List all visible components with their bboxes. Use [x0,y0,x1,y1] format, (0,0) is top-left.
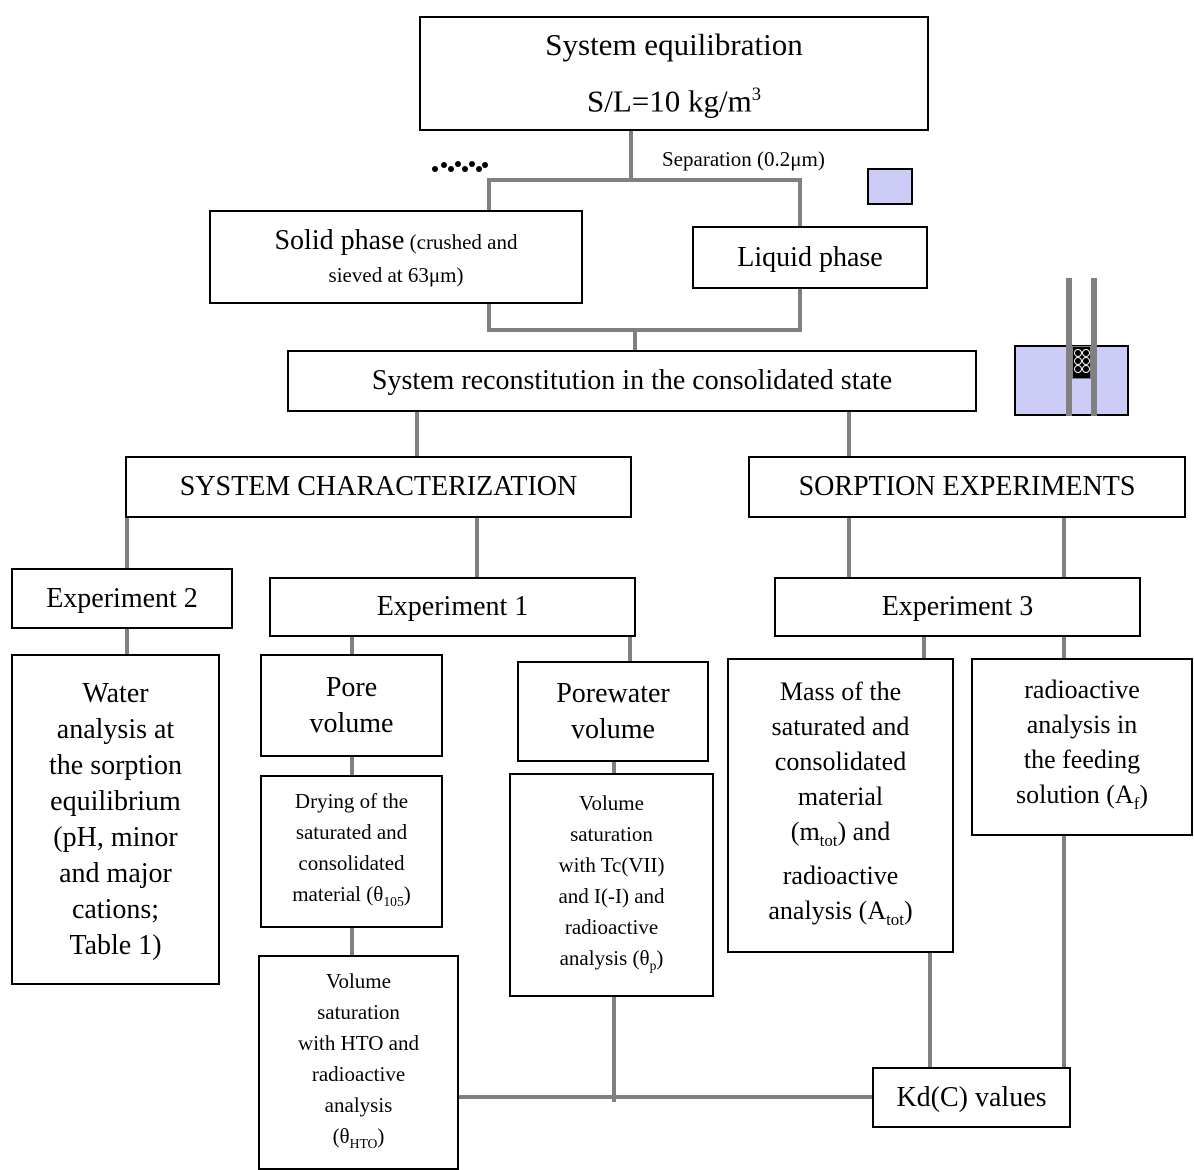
drying-line: consolidated [298,850,405,875]
experiment-3-box: Experiment 3 [774,577,1141,637]
drying-box: Drying of the saturated and consolidated… [260,775,443,928]
system-characterization-box: SYSTEM CHARACTERIZATION [125,456,632,518]
porewater-line: Porewater [556,677,670,709]
tc-line: and I(-I) and [558,884,665,909]
mass-line: consolidated [774,746,907,776]
system-equilibration-box: System equilibration S/L=10 kg/m3 [419,16,929,131]
hto-line: with HTO and [298,1030,419,1055]
solid-liquid-ratio: S/L=10 kg/m3 [586,83,762,119]
separation-label: Separation (0.2μm) [662,147,825,171]
water-analysis-box: Water analysis at the sorption equilibri… [11,654,220,985]
equilibration-title: System equilibration [545,27,803,63]
water-analysis-line: the sorption [49,749,182,781]
porewater-volume-box: Porewater volume [517,661,709,762]
feed-line: analysis in [1026,710,1138,740]
hto-line: saturation [317,999,400,1024]
porewater-line: volume [571,713,655,745]
kd-values-label: Kd(C) values [896,1081,1047,1113]
hto-line: (θHTO) [332,1123,385,1152]
mass-line: saturated and [771,711,910,741]
tc-line: analysis (θp) [559,946,664,974]
feeding-solution-box: radioactive analysis in the feeding solu… [971,658,1193,836]
drying-line: saturated and [295,819,408,844]
mass-line: radioactive [782,861,899,890]
drying-line: Drying of the [294,788,409,813]
experiment-2-title: Experiment 2 [46,582,198,614]
consolidated-cell-icon [1014,278,1129,418]
water-analysis-line: equilibrium [50,785,181,817]
mass-line: material [797,781,884,811]
tc-line: with Tc(VII) [558,853,665,878]
kd-values-box: Kd(C) values [872,1067,1071,1128]
tc-line: saturation [570,822,653,847]
sorption-experiments-box: SORPTION EXPERIMENTS [748,456,1186,518]
pore-volume-box: Pore volume [260,654,443,757]
hto-line: analysis [324,1092,393,1117]
experiment-1-box: Experiment 1 [269,577,636,637]
solid-phase-line1: Solid phase (crushed and [274,225,518,256]
feed-line: radioactive [1024,675,1140,705]
feed-line: solution (Af) [1015,780,1149,814]
characterization-label: SYSTEM CHARACTERIZATION [179,471,578,502]
water-analysis-line: Water [82,677,149,709]
tc-line: radioactive [564,915,659,940]
drying-line: material (θ105) [292,881,411,910]
experiment-1-title: Experiment 1 [376,591,529,622]
system-reconstitution-box: System reconstitution in the consolidate… [287,350,977,412]
mass-line: Mass of the [779,676,902,706]
hto-line: radioactive [311,1061,406,1086]
mass-line: analysis (Atot) [768,896,913,930]
mass-line: (mtot) and [790,816,891,850]
pore-volume-line: Pore [325,671,378,703]
reconstitution-label: System reconstitution in the consolidate… [371,365,893,396]
experiment-3-title: Experiment 3 [881,591,1034,622]
water-analysis-line: (pH, minor [53,821,178,853]
water-analysis-line: analysis at [56,713,175,745]
solid-phase-box: Solid phase (crushed and sieved at 63μm) [209,210,583,304]
mass-analysis-box: Mass of the saturated and consolidated m… [727,658,954,953]
solid-phase-line2: sieved at 63μm) [328,263,464,287]
experiment-2-box: Experiment 2 [11,568,233,629]
hto-saturation-box: Volume saturation with HTO and radioacti… [258,955,459,1170]
water-analysis-line: Table 1) [69,929,162,961]
liquid-container-icon [867,168,913,205]
liquid-phase-box: Liquid phase [692,226,928,289]
sorption-label: SORPTION EXPERIMENTS [798,471,1136,502]
pore-volume-line: volume [309,707,394,739]
liquid-phase-label: Liquid phase [737,241,883,273]
water-analysis-line: cations; [71,893,160,925]
tc-line: Volume [579,791,644,816]
feed-line: the feeding [1023,745,1141,775]
solid-particles-icon [432,158,492,174]
tc-saturation-box: Volume saturation with Tc(VII) and I(-I)… [509,773,714,997]
hto-line: Volume [326,968,391,993]
water-analysis-line: and major [59,857,172,889]
